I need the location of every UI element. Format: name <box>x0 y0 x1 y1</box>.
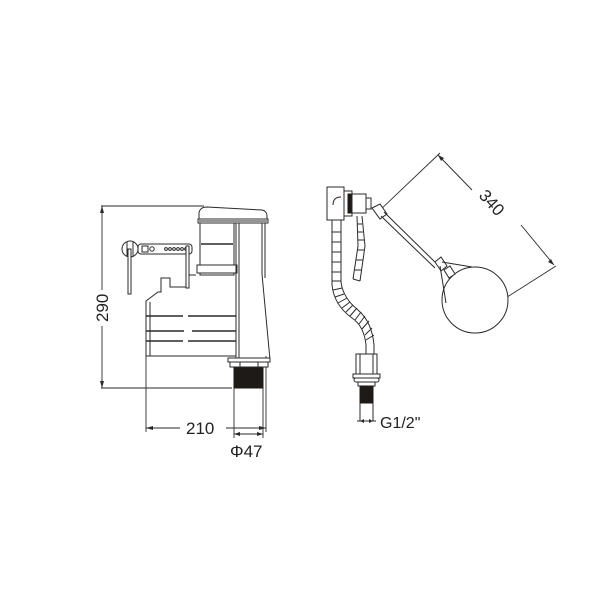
fill-valve: 340 <box>326 152 557 432</box>
top-cap <box>197 206 269 224</box>
height-label: 290 <box>93 294 112 322</box>
float-arm <box>371 203 448 272</box>
valve-head <box>326 186 372 221</box>
flush-valve: 290 210 Φ47 <box>93 205 271 461</box>
valve-canister <box>145 274 236 357</box>
width-label: 210 <box>186 419 214 438</box>
lever-arm <box>121 240 193 295</box>
float-arm-length-label: 340 <box>475 186 508 220</box>
outlet-thread <box>227 357 271 389</box>
float-ball <box>439 261 509 334</box>
inlet-thread-label: G1/2" <box>380 415 420 432</box>
valve-column <box>235 223 271 361</box>
height-dimension: 290 <box>93 205 232 389</box>
outlet-diameter-dimension: Φ47 <box>230 388 264 461</box>
supply-hose <box>331 220 375 354</box>
inlet-fitting: G1/2" <box>352 353 420 432</box>
outlet-diameter-label: Φ47 <box>230 442 262 461</box>
width-dimension: 210 <box>145 356 267 438</box>
refill-tube <box>352 215 366 282</box>
overflow-tube <box>196 219 238 276</box>
